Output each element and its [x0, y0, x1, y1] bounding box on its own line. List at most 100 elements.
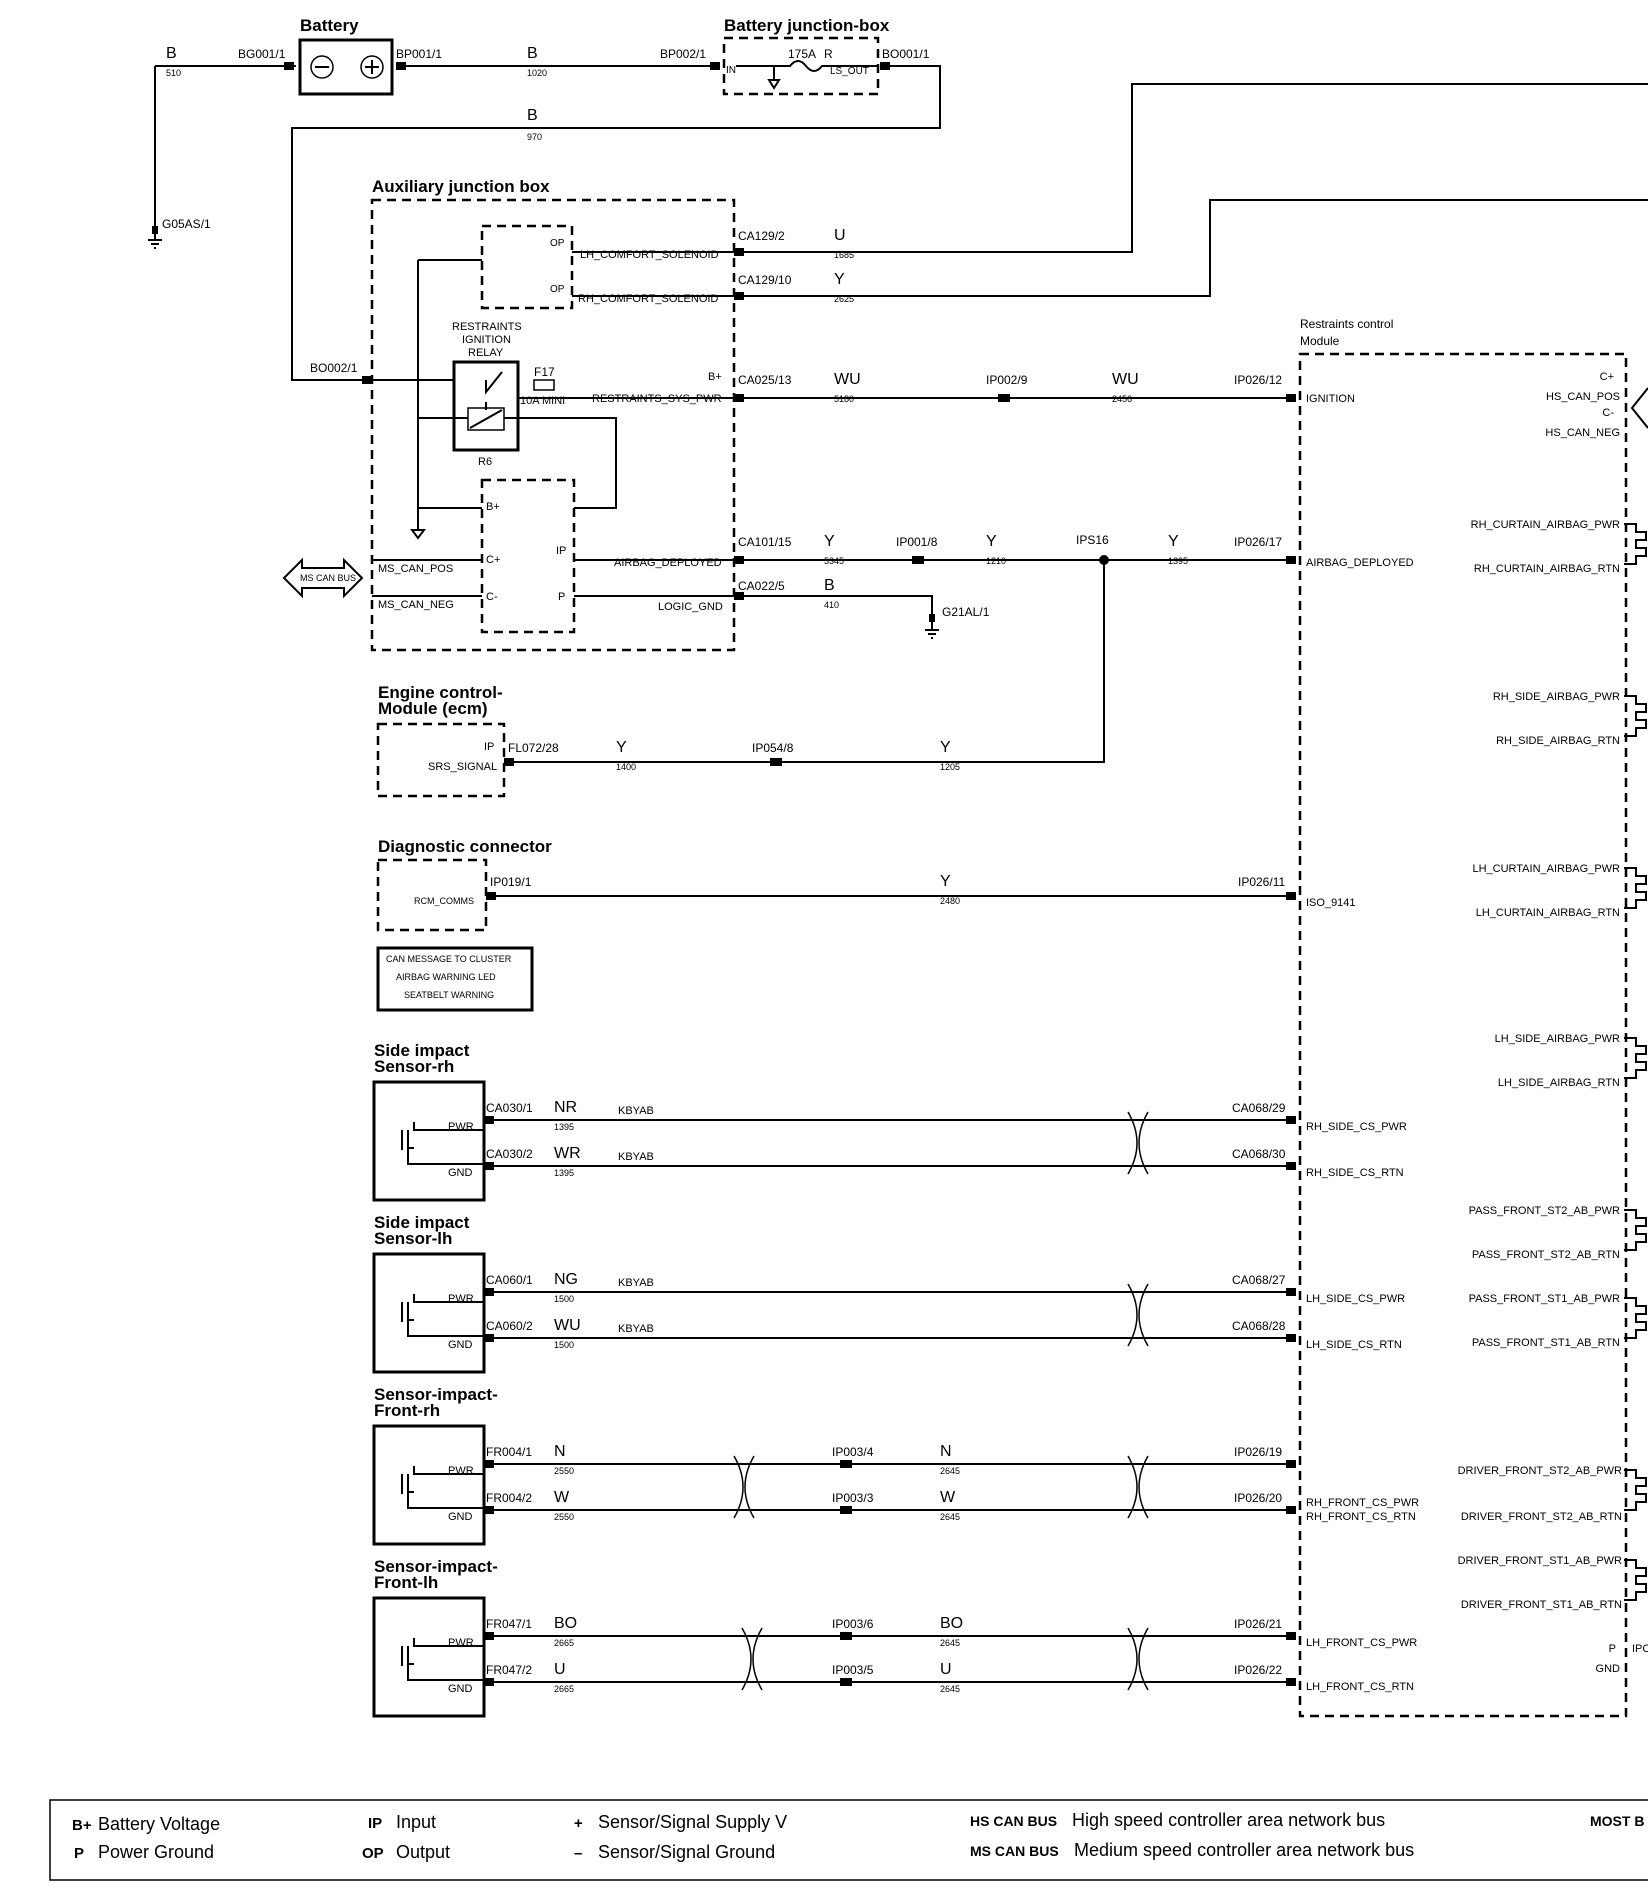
svg-text:PASS_FRONT_ST2_AB_PWR: PASS_FRONT_ST2_AB_PWR — [1469, 1205, 1620, 1217]
svg-text:SEATBELT WARNING: SEATBELT WARNING — [404, 990, 494, 1000]
wire-number: 2645 — [940, 1684, 960, 1694]
svg-text:PWR: PWR — [448, 1121, 474, 1133]
svg-text:R6: R6 — [478, 456, 492, 468]
svg-text:R: R — [824, 47, 833, 61]
wire-color: W — [554, 1489, 570, 1506]
svg-text:MS CAN BUS: MS CAN BUS — [300, 573, 356, 583]
svg-text:DRIVER_FRONT_ST2_AB_PWR: DRIVER_FRONT_ST2_AB_PWR — [1458, 1465, 1622, 1477]
svg-text:Battery Voltage: Battery Voltage — [98, 1814, 220, 1834]
svg-text:RH_SIDE_AIRBAG_PWR: RH_SIDE_AIRBAG_PWR — [1493, 691, 1620, 703]
diag-title: Diagnostic connector — [378, 837, 552, 856]
wire-number: 2456 — [1112, 394, 1132, 404]
svg-text:B+: B+ — [72, 1817, 92, 1834]
svg-text:GND: GND — [448, 1339, 473, 1351]
pin-restraints-sys-pwr: RESTRAINTS_SYS_PWR — [592, 393, 722, 405]
svg-text:Side impact: Side impact — [374, 1213, 470, 1232]
svg-text:GND: GND — [1596, 1663, 1621, 1675]
wire-color: U — [940, 1661, 952, 1678]
ecm-section: Engine control- Module (ecm) IP SRS_SIGN… — [376, 560, 1105, 798]
conn-bg001: BG001/1 — [238, 47, 286, 61]
wire-color: B — [527, 107, 538, 124]
svg-text:G21AL/1: G21AL/1 — [942, 605, 990, 619]
squib-icon — [1624, 1209, 1647, 1251]
svg-text:C+: C+ — [1600, 371, 1614, 383]
svg-text:OP: OP — [550, 284, 565, 295]
wire-color: W — [940, 1489, 956, 1506]
svg-text:GND: GND — [448, 1683, 473, 1695]
svg-text:IGNITION: IGNITION — [1306, 393, 1355, 405]
legend: B+ Battery Voltage P Power Ground IP Inp… — [49, 1799, 1648, 1881]
impact-sensors: Side impact Sensor-rh PWR GND CA030/1 CA… — [372, 1041, 1296, 1718]
rcm-title: Restraints control — [1300, 317, 1393, 331]
twisted-pair-icon — [1127, 1455, 1149, 1519]
squib-icon — [1624, 867, 1647, 909]
wire-number: 2645 — [940, 1638, 960, 1648]
conn-g05as: G05AS/1 — [162, 217, 211, 231]
svg-text:CAN MESSAGE TO CLUSTER: CAN MESSAGE TO CLUSTER — [386, 954, 512, 964]
svg-text:LH_CURTAIN_AIRBAG_PWR: LH_CURTAIN_AIRBAG_PWR — [1472, 863, 1620, 875]
svg-text:MS CAN BUS: MS CAN BUS — [970, 1843, 1059, 1859]
wire-color: B — [166, 45, 177, 62]
svg-text:RH_SIDE_AIRBAG_RTN: RH_SIDE_AIRBAG_RTN — [1496, 735, 1620, 747]
svg-text:LH_SIDE_AIRBAG_PWR: LH_SIDE_AIRBAG_PWR — [1495, 1033, 1620, 1045]
ground-g21al — [925, 614, 939, 639]
svg-text:HS_CAN_NEG: HS_CAN_NEG — [1545, 427, 1620, 439]
svg-text:Output: Output — [396, 1842, 450, 1862]
wire-number: 5180 — [834, 394, 854, 404]
svg-text:LH_SIDE_AIRBAG_RTN: LH_SIDE_AIRBAG_RTN — [1498, 1077, 1620, 1089]
svg-text:PASS_FRONT_ST1_AB_PWR: PASS_FRONT_ST1_AB_PWR — [1469, 1293, 1620, 1305]
wire-number: 1210 — [986, 556, 1006, 566]
wire-color: N — [554, 1443, 566, 1460]
battery-section: G05AS/1 B 510 Battery BG001/1 BP001/1 B … — [148, 16, 941, 381]
svg-text:Sensor/Signal Supply V: Sensor/Signal Supply V — [598, 1812, 787, 1832]
svg-text:C+: C+ — [486, 554, 500, 566]
svg-text:GND: GND — [448, 1167, 473, 1179]
fuse-f17-icon — [533, 379, 555, 391]
svg-text:IPS16: IPS16 — [1076, 533, 1109, 547]
battery-negative-icon — [310, 55, 334, 79]
twisted-pair-icon — [1127, 1627, 1149, 1691]
wire-number: 2665 — [554, 1638, 574, 1648]
svg-text:AIRBAG_DEPLOYED: AIRBAG_DEPLOYED — [1306, 557, 1414, 569]
svg-text:LH_SIDE_CS_PWR: LH_SIDE_CS_PWR — [1306, 1293, 1405, 1305]
front-impact-sensor-rh: Sensor-impact- Front-rh PWR GND FR004/1 … — [372, 1385, 1296, 1546]
svg-text:OP: OP — [362, 1845, 384, 1862]
svg-text:KBYAB: KBYAB — [618, 1323, 654, 1335]
twisted-pair-icon — [741, 1627, 763, 1691]
svg-text:Sensor-lh: Sensor-lh — [374, 1229, 452, 1248]
squib-icon — [1624, 1037, 1647, 1079]
wire-number: 2645 — [940, 1466, 960, 1476]
svg-text:Sensor-impact-: Sensor-impact- — [374, 1557, 498, 1576]
wire-color: B — [824, 577, 835, 594]
diag-box — [376, 858, 488, 932]
wire-color: Y — [940, 739, 951, 756]
svg-text:10A MINI: 10A MINI — [520, 395, 565, 407]
svg-text:IP026/22: IP026/22 — [1234, 1663, 1282, 1677]
svg-text:FR047/2: FR047/2 — [486, 1663, 532, 1677]
svg-text:IP003/5: IP003/5 — [832, 1663, 874, 1677]
svg-text:IP019/1: IP019/1 — [490, 875, 532, 889]
twisted-pair-icon — [733, 1455, 755, 1519]
wire-number: 1395 — [1168, 556, 1188, 566]
svg-text:Engine control-: Engine control- — [378, 683, 503, 702]
wire-color: WR — [554, 1145, 581, 1162]
ecm-box — [376, 722, 506, 798]
svg-text:FR004/1: FR004/1 — [486, 1445, 532, 1459]
svg-text:GND: GND — [448, 1511, 473, 1523]
wire-number: 1685 — [834, 250, 854, 260]
svg-text:RH_SIDE_CS_RTN: RH_SIDE_CS_RTN — [1306, 1167, 1404, 1179]
svg-text:IP026/20: IP026/20 — [1234, 1491, 1282, 1505]
svg-text:IP054/8: IP054/8 — [752, 741, 794, 755]
wire-number: 1500 — [554, 1340, 574, 1350]
svg-text:KBYAB: KBYAB — [618, 1151, 654, 1163]
wire-number: 2550 — [554, 1466, 574, 1476]
svg-text:CA030/1: CA030/1 — [486, 1101, 533, 1115]
svg-text:RCM_COMMS: RCM_COMMS — [414, 896, 474, 906]
svg-text:IP026/11: IP026/11 — [1238, 875, 1285, 889]
svg-text:FR047/1: FR047/1 — [486, 1617, 532, 1631]
wire-number: 1500 — [554, 1294, 574, 1304]
svg-text:IP003/6: IP003/6 — [832, 1617, 874, 1631]
wire-color: Y — [834, 271, 845, 288]
svg-text:P: P — [74, 1845, 84, 1862]
pin-rh-comfort: RH_COMFORT_SOLENOID — [578, 293, 718, 305]
